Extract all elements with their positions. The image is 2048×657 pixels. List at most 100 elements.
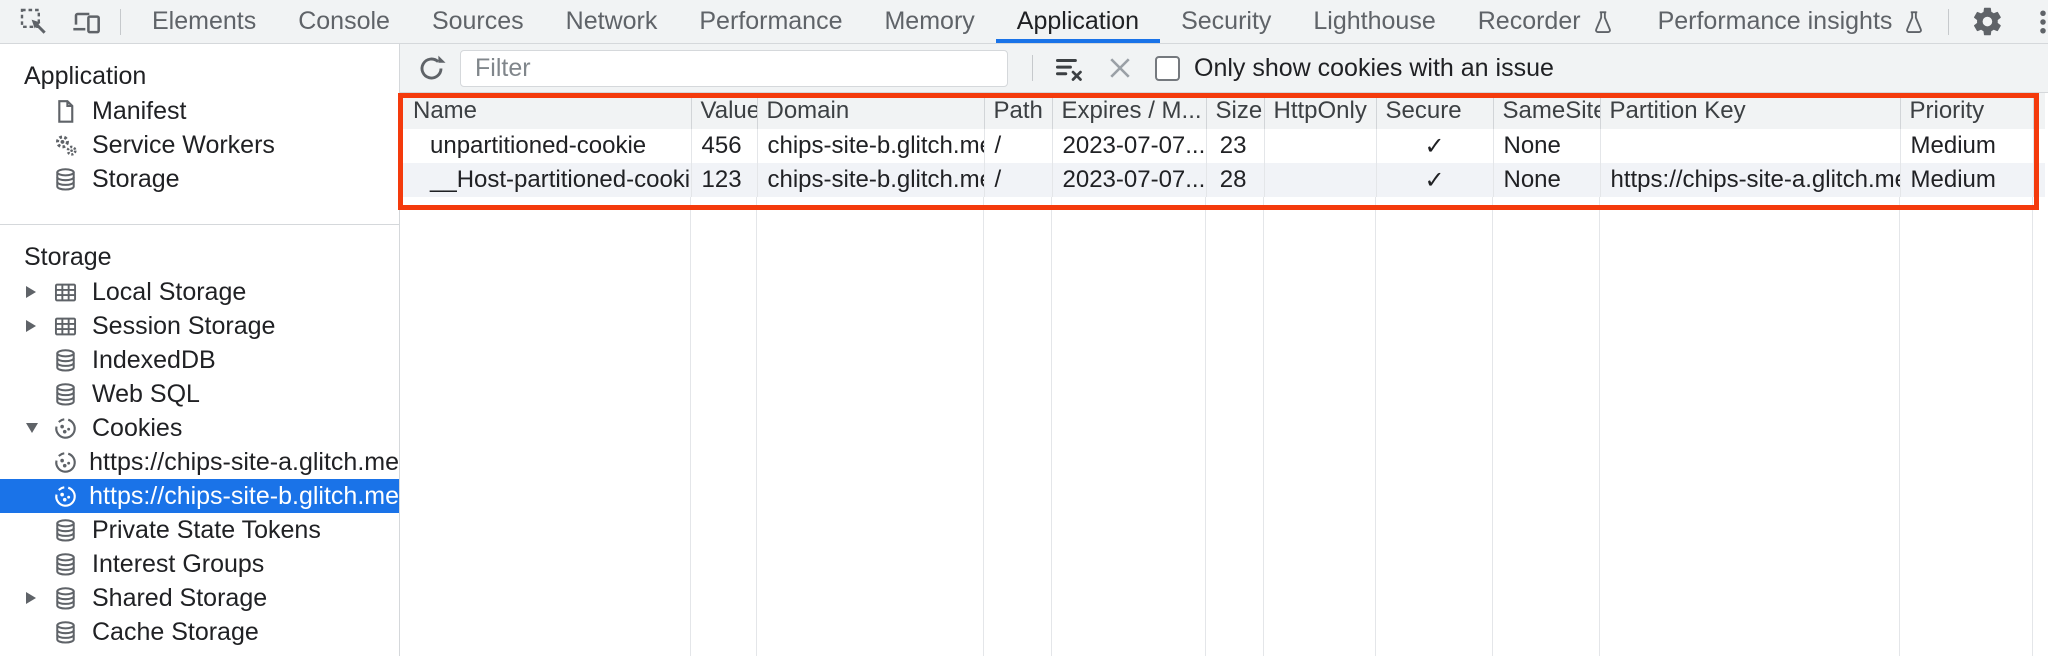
tab-performance-insights[interactable]: Performance insights (1637, 0, 1949, 43)
sidebar-item-indexeddb[interactable]: IndexedDB (0, 343, 399, 377)
cell-http_only[interactable] (1264, 129, 1377, 163)
cell-size[interactable]: 28 (1206, 163, 1265, 197)
column-header-domain[interactable]: Domain (757, 93, 985, 129)
cell-filler (2033, 129, 2045, 163)
tab-lighthouse[interactable]: Lighthouse (1292, 0, 1456, 43)
expander-slot (26, 286, 52, 298)
cell-domain[interactable]: chips-site-b.glitch.me (757, 163, 985, 197)
column-header-path[interactable]: Path (984, 93, 1053, 129)
tab-memory[interactable]: Memory (863, 0, 995, 43)
sidebar-item-private-state-tokens[interactable]: Private State Tokens (0, 513, 399, 547)
tab-label: Performance insights (1657, 7, 1893, 35)
cell-http_only[interactable] (1264, 163, 1377, 197)
tab-console[interactable]: Console (277, 0, 411, 43)
column-header-name[interactable]: Name (400, 93, 692, 129)
sidebar-item-label: Manifest (92, 96, 187, 125)
column-grid-line (756, 197, 757, 656)
issue-filter-checkbox[interactable] (1155, 55, 1180, 81)
cell-path[interactable]: / (984, 163, 1053, 197)
cell-domain[interactable]: chips-site-b.glitch.me (757, 129, 985, 163)
cell-name[interactable]: __Host-partitioned-cookie (400, 163, 692, 197)
clear-icon[interactable] (1103, 51, 1137, 85)
sidebar-item-interest-groups[interactable]: Interest Groups (0, 547, 399, 581)
issue-filter-label[interactable]: Only show cookies with an issue (1194, 53, 1554, 82)
column-header-expires-m[interactable]: Expires / M... (1052, 93, 1207, 129)
cell-priority[interactable]: Medium (1900, 163, 2034, 197)
tab-security[interactable]: Security (1160, 0, 1292, 43)
column-grid-line (1899, 197, 1900, 656)
database-icon (52, 347, 82, 374)
tab-elements[interactable]: Elements (131, 0, 277, 43)
inspect-element-icon[interactable] (16, 4, 52, 40)
sidebar-item-session-storage[interactable]: Session Storage (0, 309, 399, 343)
sidebar-item-https-chips-site-b-glitch-me[interactable]: https://chips-site-b.glitch.me (0, 479, 399, 513)
cell-secure[interactable]: ✓ (1376, 129, 1494, 163)
column-grid-line (1375, 197, 1376, 656)
column-header-partition-key[interactable]: Partition Key (1600, 93, 1901, 129)
sidebar-item-manifest[interactable]: Manifest (0, 94, 399, 128)
device-toolbar-icon[interactable] (68, 4, 104, 40)
cell-path[interactable]: / (984, 129, 1053, 163)
sidebar-item-cookies[interactable]: Cookies (0, 411, 399, 445)
sidebar-item-label: Cache Storage (92, 617, 259, 646)
sidebar-item-cache-storage[interactable]: Cache Storage (0, 615, 399, 649)
chevron-right-icon[interactable] (26, 286, 36, 298)
sidebar-item-shared-storage[interactable]: Shared Storage (0, 581, 399, 615)
column-header-priority[interactable]: Priority (1900, 93, 2034, 129)
cell-partition_key[interactable]: https://chips-site-a.glitch.me (1600, 163, 1901, 197)
cell-value[interactable]: 123 (691, 163, 758, 197)
cell-expires[interactable]: 2023-07-07... (1052, 129, 1207, 163)
cell-same_site[interactable]: None (1493, 163, 1601, 197)
column-header-secure[interactable]: Secure (1376, 93, 1494, 129)
tab-recorder[interactable]: Recorder (1457, 0, 1637, 43)
cookie-icon (52, 449, 79, 476)
database-icon (52, 166, 82, 193)
database-icon (52, 619, 82, 646)
cell-same_site[interactable]: None (1493, 129, 1601, 163)
database-icon (52, 585, 82, 612)
clear-filter-icon[interactable] (1051, 51, 1085, 85)
cell-secure[interactable]: ✓ (1376, 163, 1494, 197)
cell-expires[interactable]: 2023-07-07... (1052, 163, 1207, 197)
cookie-filter-input[interactable] (460, 49, 1008, 87)
column-grid-line (1492, 197, 1493, 656)
sidebar-item-local-storage[interactable]: Local Storage (0, 275, 399, 309)
more-options-kebab-icon[interactable] (2025, 4, 2048, 40)
column-header-samesite[interactable]: SameSite (1493, 93, 1601, 129)
sidebar-item-web-sql[interactable]: Web SQL (0, 377, 399, 411)
tab-performance[interactable]: Performance (678, 0, 863, 43)
cookies-toolbar: Only show cookies with an issue (400, 44, 2048, 93)
sidebar-item-label: Web SQL (92, 379, 200, 408)
sidebar-item-service-workers[interactable]: Service Workers (0, 128, 399, 162)
cell-size[interactable]: 23 (1206, 129, 1265, 163)
tab-sources[interactable]: Sources (411, 0, 545, 43)
experiment-flask-icon (1590, 9, 1616, 35)
refresh-icon[interactable] (414, 51, 448, 85)
cell-partition_key[interactable] (1600, 129, 1901, 163)
settings-gear-icon[interactable] (1969, 4, 2005, 40)
tab-label: Sources (431, 7, 524, 35)
cell-name[interactable]: unpartitioned-cookie (400, 129, 692, 163)
cell-filler (2033, 163, 2045, 197)
cell-value[interactable]: 456 (691, 129, 758, 163)
cell-priority[interactable]: Medium (1900, 129, 2034, 163)
column-header-size[interactable]: Size (1206, 93, 1265, 129)
sidebar-item-storage[interactable]: Storage (0, 162, 399, 196)
tab-label: Console (298, 7, 390, 35)
tab-application[interactable]: Application (995, 0, 1161, 43)
sidebar-item-label: Cookies (92, 413, 183, 442)
chevron-right-icon[interactable] (26, 320, 36, 332)
tab-network[interactable]: Network (545, 0, 679, 43)
topbar-divider (120, 8, 121, 35)
chevron-right-icon[interactable] (26, 592, 36, 604)
toolbar-divider (1032, 55, 1033, 81)
column-header-value[interactable]: Value (691, 93, 758, 129)
column-header-httponly[interactable]: HttpOnly (1264, 93, 1377, 129)
grid-icon (52, 313, 82, 340)
chevron-down-icon[interactable] (26, 423, 38, 433)
sidebar-item-https-chips-site-a-glitch-me[interactable]: https://chips-site-a.glitch.me (0, 445, 399, 479)
